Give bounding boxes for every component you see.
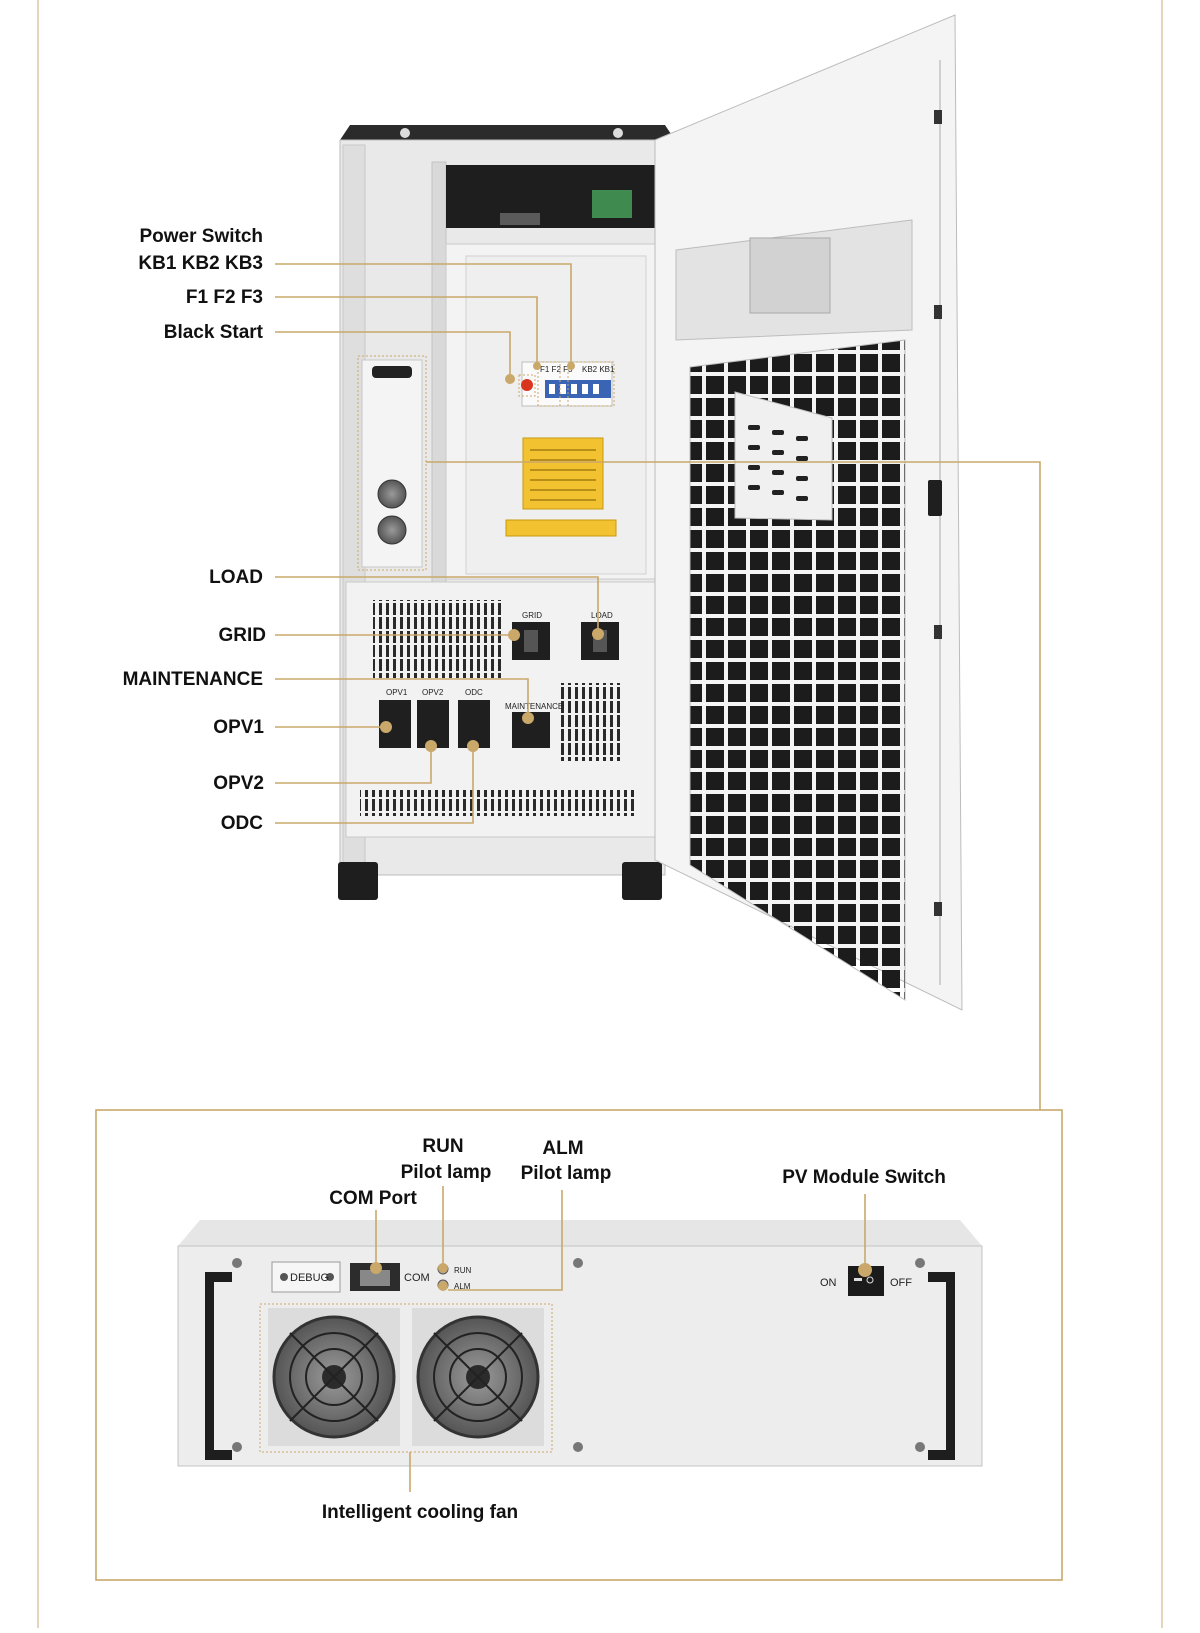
cabinet-callouts [275, 263, 1041, 1110]
switch-off-label: OFF [890, 1277, 912, 1289]
run-sub-label: Pilot lamp [400, 1162, 492, 1183]
cabinet-illustration: F1 F2 F3 KB2 KB1 GRID LOAD [338, 14, 963, 1011]
run-panel-label: RUN [454, 1266, 472, 1275]
alm-panel-label: ALM [454, 1282, 471, 1291]
callout-odc [275, 748, 474, 824]
com-label: COM [404, 1272, 430, 1284]
callout-f [275, 296, 538, 364]
kb-label: KB2 KB1 [582, 365, 615, 374]
callout-kb [275, 263, 572, 364]
maintenance-label: MAINTENANCE [122, 669, 263, 690]
com-port-label: COM Port [329, 1188, 417, 1209]
kb-row-label: KB1 KB2 KB3 [138, 253, 263, 274]
cooling-fan-label: Intelligent cooling fan [321, 1502, 519, 1523]
pv-switch-label: PV Module Switch [782, 1167, 946, 1188]
cooling-fan-icon [268, 1308, 400, 1446]
opv1-label: OPV1 [213, 717, 264, 738]
alm-title-label: ALM [542, 1138, 584, 1159]
debug-label: DEBUG [290, 1272, 329, 1284]
module-frame [95, 1109, 1063, 1581]
panel-opv1-label: OPV1 [386, 688, 408, 697]
panel-maintenance-label: MAINTENANCE [505, 702, 563, 711]
panel-odc-label: ODC [465, 688, 483, 697]
switch-on-label: ON [820, 1277, 837, 1289]
callout-black-start [275, 331, 511, 377]
module-callouts [375, 1186, 866, 1492]
callout-module [426, 461, 1041, 1110]
load-label: LOAD [209, 567, 263, 588]
black-start-label: Black Start [163, 322, 263, 343]
alm-sub-label: Pilot lamp [520, 1163, 612, 1184]
odc-label: ODC [220, 813, 263, 834]
f-row-label: F1 F2 F3 [185, 287, 263, 308]
opv2-label: OPV2 [213, 773, 264, 794]
grid-label: GRID [218, 625, 267, 646]
pv-module-illustration: DEBUG COM RUN ALM [177, 1220, 983, 1467]
run-title-label: RUN [422, 1136, 464, 1157]
breakers-label: F1 F2 F3 [540, 365, 573, 374]
callout-maintenance [275, 678, 529, 715]
panel-grid-label: GRID [522, 611, 542, 620]
panel-load-label: LOAD [591, 611, 613, 620]
callout-opv2 [275, 748, 432, 784]
power-switch-label: Power Switch [139, 226, 263, 247]
panel-opv2-label: OPV2 [422, 688, 444, 697]
callout-dots [380, 362, 604, 752]
callout-load [275, 576, 599, 632]
